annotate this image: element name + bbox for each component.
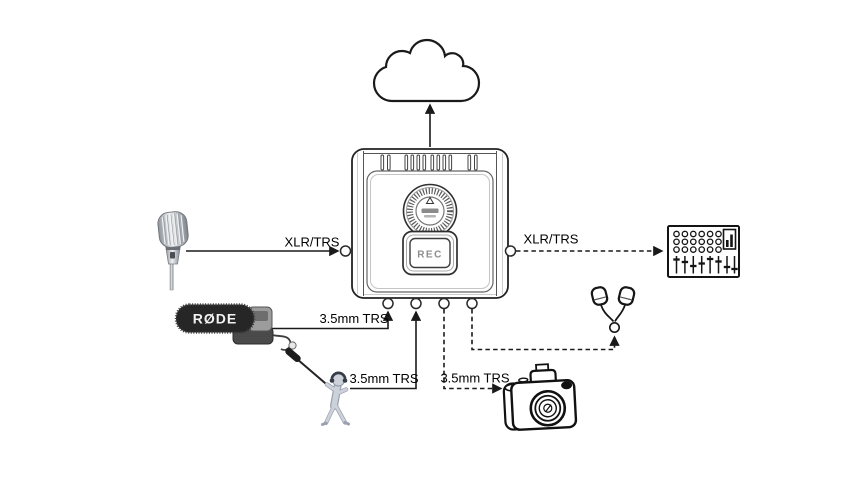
trs-connector-1 [382,297,394,310]
rec-button-label: REC [417,250,443,261]
vintage-mic-icon [157,211,189,291]
label-trs-boom: 3.5mm TRS [349,371,418,386]
cloud-icon [372,38,481,103]
windshield [174,303,256,334]
label-trs-camera: 3.5mm TRS [440,371,509,386]
trs-connector-3 [438,297,450,310]
dial-logo [421,208,439,213]
connection-line-recorder-to-earbuds [471,309,620,351]
xlr-input-connector-left [339,245,352,257]
mixer-knobs [673,230,722,253]
device-inner-panel [366,170,494,293]
label-xlr-right: XLR/TRS [524,232,579,247]
boom-operator-icon [285,347,350,426]
trs-connector-2 [410,297,422,310]
boom-mic [285,347,301,363]
xlr-output-connector-right [504,245,517,257]
trs-connector-4 [466,297,478,310]
dial-marker-icon [425,196,435,204]
earbuds-icon [590,286,636,333]
level-dial-icon [402,183,458,239]
label-xlr-left: XLR/TRS [285,235,340,250]
label-trs-shotgun: 3.5mm TRS [319,311,388,326]
rode-brand-label: RØDE [193,311,237,327]
mixer-faders [673,256,738,274]
connection-line-boom-to-recorder [350,310,422,390]
headphone-jack [608,321,620,333]
mixer-display [722,228,737,250]
headphones-band [330,371,347,379]
connection-line-recorder-to-camera [443,309,503,394]
connection-line-shotgun-to-recorder [272,310,394,330]
mixer-icon [667,225,740,278]
audio-recorder-device: REC [351,148,509,299]
shotgun-mic-icon: RØDE [174,303,297,352]
vent-slots [380,154,478,171]
camera-icon [502,363,578,431]
rec-button: REC [402,230,458,276]
